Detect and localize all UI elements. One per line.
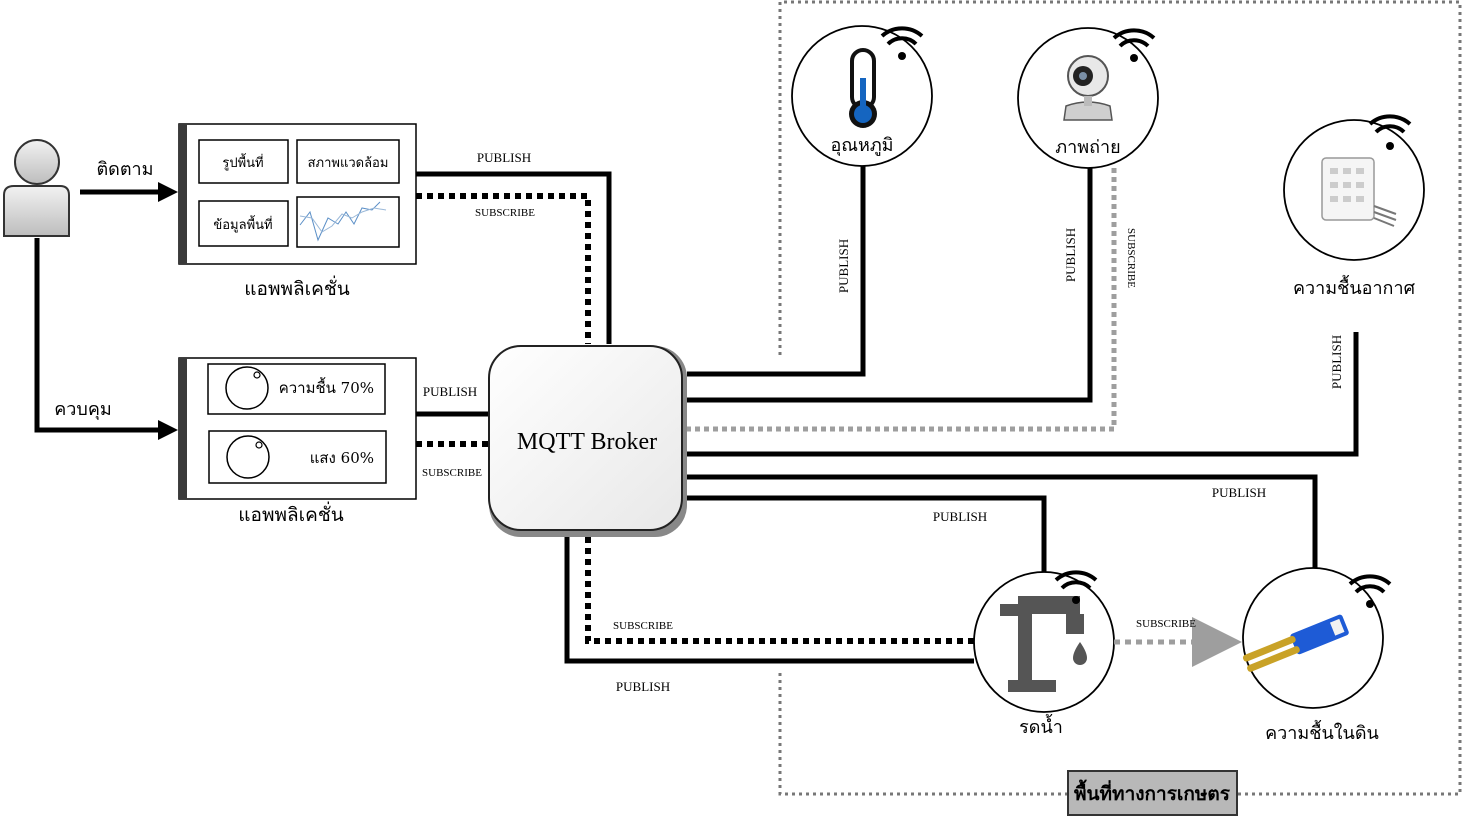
monitor-publish-label: PUBLISH bbox=[477, 150, 531, 165]
farm-area-title-text: พื้นที่ทางการเกษตร bbox=[1074, 779, 1231, 805]
soil-publish-label: PUBLISH bbox=[1212, 485, 1266, 500]
camera-publish-link bbox=[687, 168, 1093, 403]
temperature-sensor: อุณหภูมิ bbox=[791, 25, 933, 167]
user-icon bbox=[3, 139, 70, 237]
monitor-app-caption: แอพพลิเคชั่น bbox=[244, 275, 349, 300]
wifi-icon bbox=[880, 26, 924, 60]
area-image-label: รูปพื้นที่ bbox=[222, 153, 263, 171]
wifi-icon bbox=[1112, 28, 1156, 62]
soil-subscribe-label: SUBSCRIBE bbox=[1136, 618, 1196, 630]
monitor-label: ติดตาม bbox=[96, 159, 153, 180]
air-humidity-sensor: ความชื้นอากาศ bbox=[1283, 114, 1425, 299]
camera-publish-label: PUBLISH bbox=[1063, 228, 1078, 282]
watering-publish-top-link bbox=[687, 495, 1047, 574]
air-humidity-publish-label: PUBLISH bbox=[1329, 335, 1344, 389]
environment-cell[interactable] bbox=[296, 139, 400, 184]
air-humidity-publish-link bbox=[687, 332, 1359, 457]
area-data-cell[interactable] bbox=[198, 200, 289, 247]
wifi-icon bbox=[1348, 574, 1392, 608]
soil-moisture-label: ความชื้นในดิน bbox=[1265, 720, 1379, 744]
wifi-icon bbox=[1054, 570, 1098, 604]
monitor-subscribe-label: SUBSCRIBE bbox=[475, 207, 535, 219]
control-subscribe-label: SUBSCRIBE bbox=[422, 467, 482, 479]
area-data-label: ข้อมูลพื้นที่ bbox=[213, 215, 272, 233]
temperature-publish-link bbox=[687, 166, 866, 377]
light-dial-icon[interactable] bbox=[226, 435, 270, 479]
wifi-icon bbox=[1368, 114, 1412, 150]
thermometer-icon bbox=[849, 48, 877, 128]
broker-label: MQTT Broker bbox=[517, 429, 657, 455]
control-app-panel: ความชื้น 70% แสง 60% bbox=[178, 357, 417, 500]
control-publish-label: PUBLISH bbox=[423, 384, 477, 399]
soil-moisture-sensor: ความชื้นในดิน bbox=[1242, 567, 1392, 744]
control-label: ควบคุม bbox=[54, 399, 111, 420]
air-humidity-label: ความชื้นอากาศ bbox=[1293, 275, 1416, 299]
farm-area-title: พื้นที่ทางการเกษตร bbox=[1067, 770, 1238, 816]
camera-sensor: ภาพถ่าย bbox=[1017, 27, 1159, 169]
temperature-label: อุณหภูมิ bbox=[830, 135, 893, 156]
soil-probe-icon bbox=[1242, 614, 1349, 672]
watering-subscribe-label: SUBSCRIBE bbox=[613, 620, 673, 632]
trend-line-blue bbox=[299, 201, 381, 242]
control-app-caption: แอพพลิเคชั่น bbox=[238, 501, 343, 526]
light-control-label: แสง 60% bbox=[310, 449, 374, 467]
monitor-app-panel: รูปพื้นที่ สภาพแวดล้อม ข้อมูลพื้นที่ bbox=[178, 123, 417, 265]
camera-subscribe-link bbox=[687, 168, 1117, 432]
control-arrow bbox=[34, 238, 178, 440]
watering-publish-top-label: PUBLISH bbox=[933, 509, 987, 524]
trend-line-light bbox=[299, 207, 387, 233]
mqtt-broker: MQTT Broker bbox=[488, 345, 687, 537]
webcam-icon bbox=[1063, 55, 1113, 121]
dht-sensor-icon bbox=[1321, 157, 1397, 227]
soil-publish-link bbox=[687, 474, 1318, 570]
area-image-cell[interactable] bbox=[198, 139, 289, 184]
camera-label: ภาพถ่าย bbox=[1055, 137, 1120, 158]
trend-chart-cell[interactable] bbox=[296, 196, 400, 248]
camera-subscribe-label: SUBSCRIBE bbox=[1125, 228, 1137, 288]
watering-subscribe-link bbox=[585, 537, 974, 644]
watering-publish-bottom-link bbox=[564, 537, 974, 664]
environment-label: สภาพแวดล้อม bbox=[308, 156, 389, 171]
watering-publish-bottom-label: PUBLISH bbox=[616, 679, 670, 694]
watering-actuator: รดน้ำ bbox=[973, 570, 1115, 738]
farm-area-boundary bbox=[778, 0, 1462, 796]
monitor-arrow bbox=[80, 182, 178, 202]
temperature-publish-label: PUBLISH bbox=[836, 239, 851, 293]
humidity-control-label: ความชื้น 70% bbox=[279, 377, 374, 397]
monitor-publish-link bbox=[416, 171, 612, 344]
humidity-dial-icon[interactable] bbox=[225, 366, 269, 410]
water-tap-icon bbox=[1000, 596, 1087, 692]
watering-label: รดน้ำ bbox=[1019, 714, 1063, 738]
monitor-subscribe-link bbox=[416, 193, 591, 344]
